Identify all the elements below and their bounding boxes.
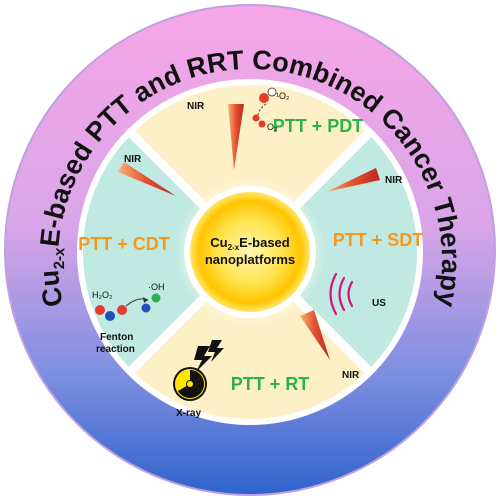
sector-pdt <box>129 82 371 252</box>
laser-beam-pdt <box>228 104 244 170</box>
fenton-label-line1: Fenton <box>100 332 133 343</box>
h2o2-label: H₂O₂ <box>92 290 113 300</box>
singlet-oxygen-label: ¹O₂ <box>276 91 290 101</box>
oxygen-molecule-icon <box>252 87 277 128</box>
label-rt: PTT + RT <box>231 374 310 394</box>
hydroxyl-label: ·OH <box>148 282 165 292</box>
inner-disk-border <box>77 79 423 425</box>
xray-label: X-ray <box>176 408 201 419</box>
center-label-line2: nanoplatforms <box>205 252 295 267</box>
nir-label-cdt: NIR <box>124 154 142 165</box>
outer-ring-edge <box>4 4 496 496</box>
core <box>190 192 310 312</box>
nir-label-rt: NIR <box>342 370 360 381</box>
lightning-icon <box>194 340 224 372</box>
label-cdt: PTT + CDT <box>78 234 170 254</box>
laser-beam-rt <box>300 310 330 360</box>
oxygen-label: O₂ <box>267 122 278 132</box>
label-pdt: PTT + PDT <box>273 116 364 136</box>
radiation-icon <box>173 367 207 401</box>
nir-label-sdt: NIR <box>385 175 403 186</box>
molecule-icon <box>95 293 161 321</box>
nir-label-pdt: NIR <box>187 101 205 112</box>
us-label: US <box>372 298 386 309</box>
sector-sdt <box>250 131 420 373</box>
laser-beam-sdt <box>326 168 380 192</box>
label-sdt: PTT + SDT <box>333 230 424 250</box>
ultrasound-waves-icon <box>329 272 354 316</box>
fenton-label-line2: reaction <box>96 344 135 355</box>
laser-beam-cdt <box>118 162 176 196</box>
center-label-line1: Cu2-xE-based <box>210 235 290 252</box>
